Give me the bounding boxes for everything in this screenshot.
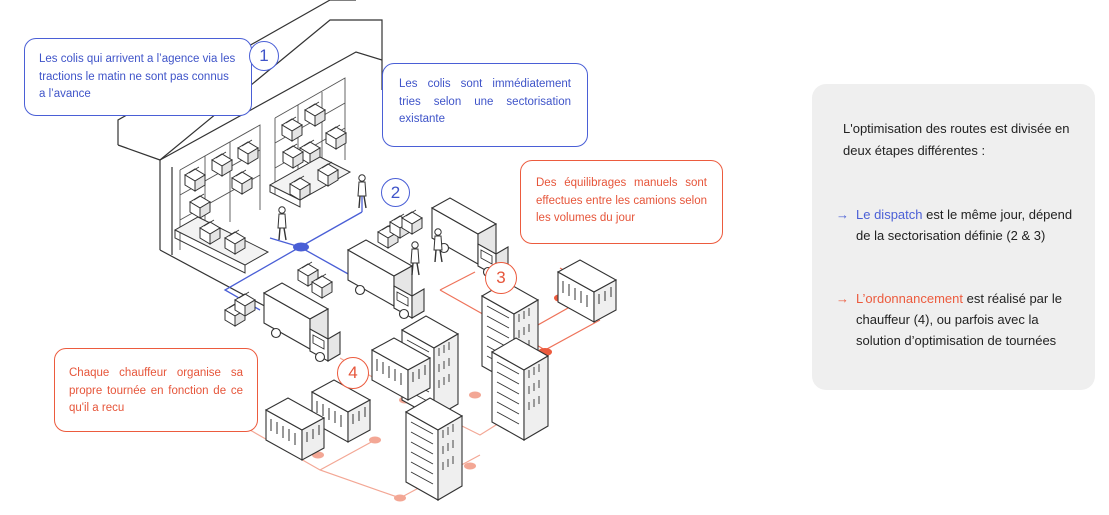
scheduling-highlight: L’ordonnancement [856, 291, 963, 306]
arrow-right-icon: → [836, 291, 849, 306]
step-number-1: 1 [249, 41, 279, 71]
sorting-node [293, 242, 309, 252]
building-icon [405, 397, 463, 501]
step-number-4: 4 [337, 357, 369, 389]
logistics-illustration [117, 0, 617, 502]
callout-text: Les colis sont immédiatement tries selon… [399, 78, 571, 125]
truck [263, 282, 341, 363]
worker-icon [433, 228, 443, 263]
worker-icon [277, 206, 287, 241]
info-panel: L'optimisation des routes est divisée en… [812, 84, 1095, 390]
worker-icon [410, 241, 420, 276]
callout-text: Les colis qui arrivent a l’agence via le… [39, 53, 236, 100]
callout-text: Chaque chauffeur organise sa propre tour… [69, 367, 243, 414]
callout-text: Des équilibrages manuels sont effectues … [536, 177, 707, 224]
dispatch-highlight: Le dispatch [856, 207, 923, 222]
panel-item-dispatch: → Le dispatch est le même jour, dépend d… [836, 204, 1081, 246]
step-number-2: 2 [381, 178, 410, 207]
panel-intro: L'optimisation des routes est divisée en… [843, 121, 1070, 158]
dispatch-description: est le même jour, dépend de la sectorisa… [856, 207, 1073, 243]
callout-manual-balancing: Des équilibrages manuels sont effectues … [520, 160, 723, 244]
building-icon [491, 337, 549, 441]
callout-sorting: Les colis sont immédiatement tries selon… [382, 63, 588, 147]
scheduling-description: est réalisé par le chauffeur (4), ou par… [856, 291, 1062, 348]
panel-item-scheduling: → L’ordonnancement est réalisé par le ch… [836, 288, 1081, 351]
arrow-right-icon: → [836, 207, 849, 222]
step-number-3: 3 [485, 262, 517, 294]
callout-incoming-parcels: Les colis qui arrivent a l’agence via le… [24, 38, 252, 116]
callout-driver-route: Chaque chauffeur organise sa propre tour… [54, 348, 258, 432]
building-icon [557, 259, 617, 323]
